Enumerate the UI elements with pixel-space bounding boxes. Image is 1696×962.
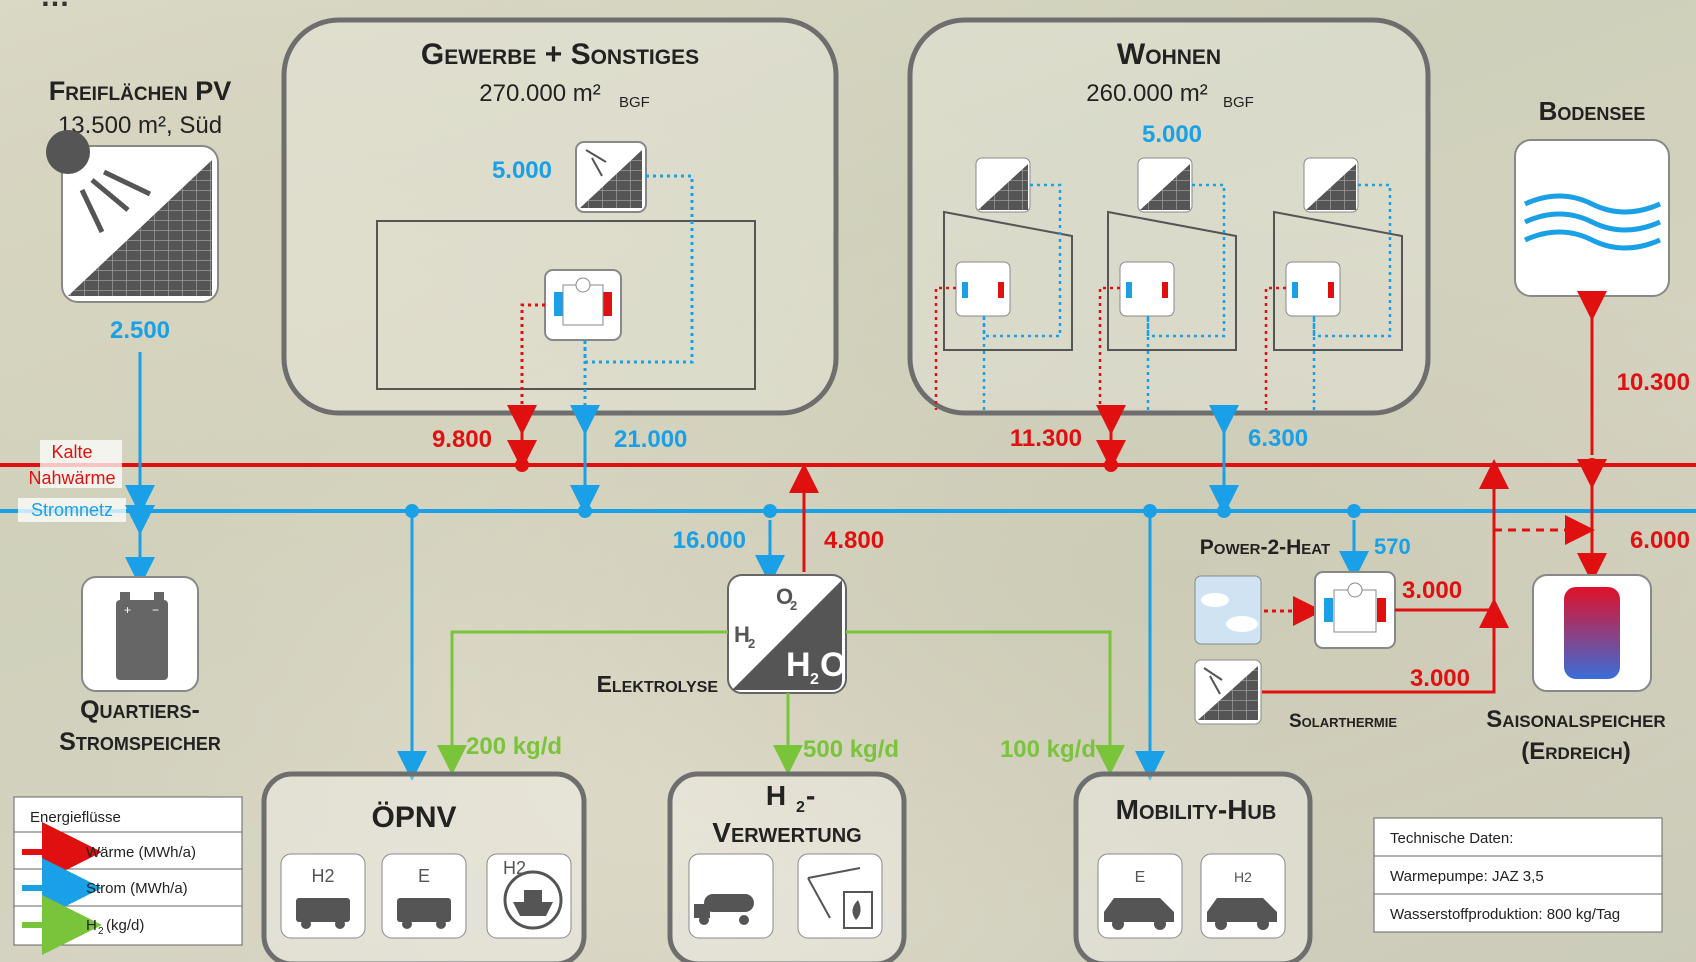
wohnen-heat-value: 11.300 [1010, 425, 1082, 452]
pv-panel-icon [46, 130, 219, 303]
battery-title-1: Quartiers- [80, 696, 200, 724]
opnv-title: ÖPNV [371, 801, 456, 834]
gewerbe-power-value: 21.000 [614, 426, 687, 453]
tech-row-1: Warmepumpe: JAZ 3,5 [1390, 868, 1544, 885]
p2h-power-value: 570 [1374, 534, 1411, 559]
bus-h2-icon: H2 [280, 853, 366, 939]
gewerbe-pv-value: 5.000 [492, 157, 552, 184]
header-partial-title: … [40, 0, 70, 13]
tech-data-table: Technische Daten: Warmepumpe: JAZ 3,5 Wa… [1373, 817, 1663, 933]
solarthermie-value: 3.000 [1410, 665, 1470, 692]
gewerbe-title: Gewerbe + Sonstiges [421, 38, 699, 71]
electrolysis-label: Elektrolyse [597, 671, 719, 697]
pv-title: Freiflächen PV [49, 76, 231, 106]
svg-text:2: 2 [810, 671, 819, 688]
gewerbe-area: 270.000 m² [479, 80, 600, 107]
water-icon [1514, 139, 1670, 297]
power-grid-label: Stromnetz [31, 500, 113, 520]
svg-text:E: E [418, 866, 430, 886]
storage-title-2: (Erdreich) [1521, 738, 1630, 765]
wohnen-power-value: 6.300 [1248, 425, 1308, 452]
solarthermie-title: Solarthermie [1289, 711, 1397, 732]
svg-text:H2: H2 [503, 858, 526, 878]
legend: Energieflüsse Wärme (MWh/a) Strom (MWh/a… [13, 796, 243, 955]
car-h2-icon: H2 [1200, 853, 1286, 939]
electrolysis-power-value: 16.000 [673, 527, 746, 554]
svg-text:2: 2 [748, 636, 755, 651]
ferry-h2-icon: H2 [486, 853, 572, 939]
svg-text:E: E [1135, 869, 1146, 886]
h2-flow-opnv [437, 630, 728, 775]
bus-electric-icon: E [381, 853, 467, 939]
wohnen-area: 260.000 m² [1086, 80, 1207, 107]
storage-title-1: Saisonalspeicher [1486, 706, 1665, 733]
car-electric-icon: E [1097, 853, 1183, 939]
solarthermie-icon [1194, 659, 1262, 725]
electrolysis-icon: O 2 H 2 H 2 O [727, 574, 847, 694]
legend-power: Strom (MWh/a) [86, 880, 188, 897]
legend-heat: Wärme (MWh/a) [86, 844, 196, 861]
electrolysis-heat-value: 4.800 [824, 527, 884, 554]
battery-title-2: Stromspeicher [59, 728, 221, 756]
p2h-title: Power-2-Heat [1200, 536, 1330, 559]
p2h-heat-value: 3.000 [1402, 577, 1462, 604]
h2-verwertung-value: 500 kg/d [803, 736, 899, 763]
svg-text:2: 2 [796, 799, 805, 816]
svg-text:2: 2 [790, 598, 797, 613]
gewerbe-box [281, 17, 839, 416]
gewerbe-building [376, 220, 756, 390]
svg-text:2: 2 [98, 926, 104, 937]
svg-text:H: H [734, 622, 750, 647]
p2h-heatpump-icon [1314, 571, 1396, 649]
gewerbe-pv-icon [575, 141, 647, 213]
tech-row-2: Wasserstoffproduktion: 800 kg/Tag [1390, 906, 1620, 923]
h2-mobility-value: 100 kg/d [1000, 736, 1096, 763]
legend-title: Energieflüsse [30, 809, 121, 826]
h2-flow-mobility [846, 630, 1125, 775]
mobility-title: Mobility-Hub [1116, 794, 1277, 825]
wohnen-pv-value: 5.000 [1142, 121, 1202, 148]
verwertung-title-1: H [766, 780, 786, 811]
storage-value: 6.000 [1630, 527, 1690, 554]
verwertung-title-2: Verwertung [712, 817, 861, 848]
gewerbe-heat-value: 9.800 [432, 426, 492, 453]
seasonal-storage-icon [1532, 574, 1652, 692]
bodensee-title: Bodensee [1539, 96, 1646, 126]
svg-text:H2: H2 [1234, 869, 1252, 885]
svg-text:H: H [786, 646, 811, 684]
gewerbe-area-sub: BGF [619, 94, 650, 111]
h2-opnv-value: 200 kg/d [466, 733, 562, 760]
industry-burner-icon [797, 853, 883, 939]
bodensee-value: 10.300 [1617, 369, 1690, 396]
svg-text:H2: H2 [311, 866, 334, 886]
svg-text:+: + [124, 603, 131, 617]
wohnen-box [907, 17, 1431, 416]
legend-h2: H [86, 917, 97, 934]
gewerbe-heatpump-icon [544, 269, 622, 341]
air-icon [1194, 575, 1262, 645]
legend-h2-tail: (kg/d) [106, 917, 144, 934]
wohnen-houses [934, 157, 1403, 410]
verwertung-title-dash: - [806, 780, 815, 811]
heat-grid-label-1: Kalte [51, 442, 92, 462]
solarthermie-heat-arrow [1262, 598, 1509, 694]
wohnen-title: Wohnen [1117, 38, 1221, 71]
svg-text:O: O [820, 646, 846, 684]
svg-text:O: O [776, 584, 793, 609]
wohnen-area-sub: BGF [1223, 94, 1254, 111]
svg-text:−: − [152, 603, 159, 617]
heat-grid-label-2: Nahwärme [28, 468, 115, 488]
tech-title: Technische Daten: [1390, 830, 1513, 847]
tanker-truck-icon [688, 853, 774, 939]
pv-area: 13.500 m², Süd [58, 112, 222, 139]
pv-value: 2.500 [110, 317, 170, 344]
battery-icon: +− [81, 576, 199, 692]
